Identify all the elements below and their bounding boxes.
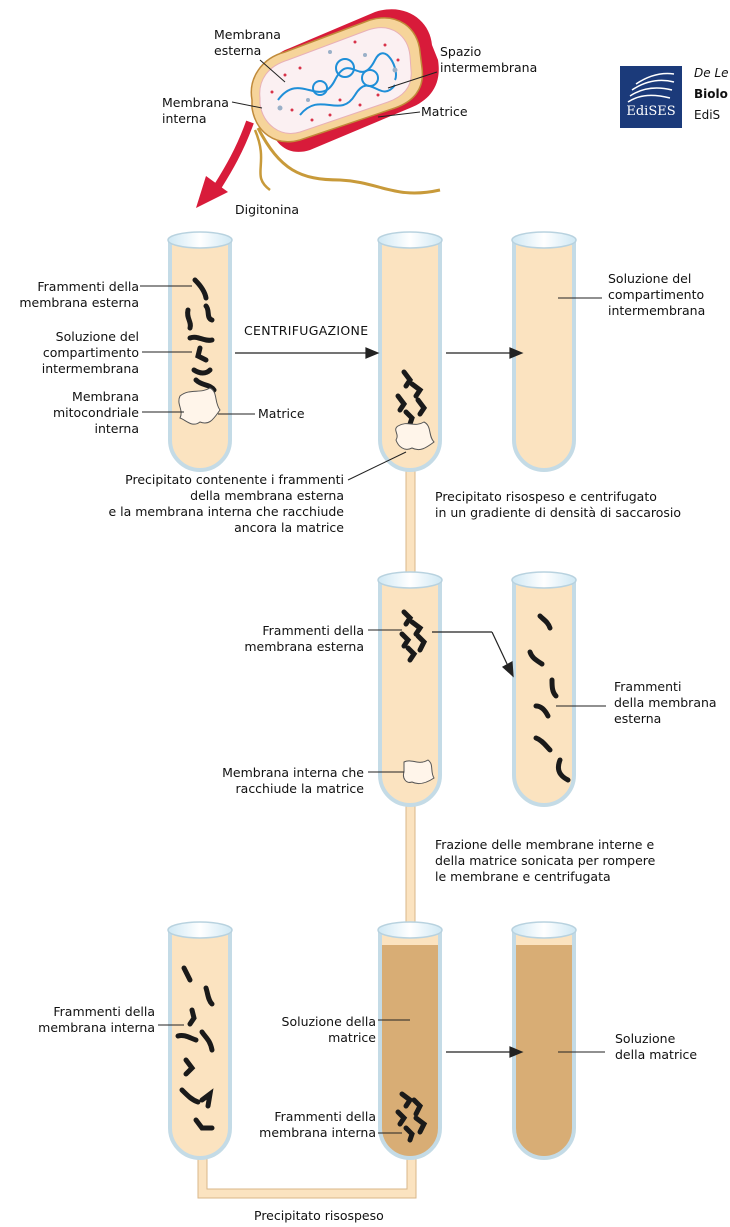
label-matrix-1: Matrice [258,406,305,421]
tube-6 [167,921,233,1160]
label-line: in un gradiente di densità di saccarosio [435,505,682,520]
label-line: membrana interna [38,1020,155,1035]
membrane-fragments [175,277,571,1143]
label-line: Soluzione del [608,271,692,286]
label-centrifugation: CENTRIFUGAZIONE [244,323,369,338]
publisher-line-3: EdiS [694,108,721,122]
label-supernatant: Soluzione del compartimento intermembran… [608,271,705,319]
label-outer-fragments-2: Frammenti della membrana esterna [244,623,364,655]
digitonin-arrow [196,120,254,208]
label-line: Membrana [214,27,281,42]
tube-7 [377,921,443,1160]
label-line: interna [162,111,207,126]
label-intermembrane-solution-1: Soluzione del compartimento intermembran… [42,329,139,377]
label-line: esterna [214,43,262,58]
label-line: compartimento [608,287,705,302]
label-outer-fragments-1: Frammenti della membrana esterna [19,279,139,311]
publisher-line-2: Biolo [694,87,728,101]
label-inner-with-matrix: Membrana interna che racchiude la matric… [222,765,364,797]
label-line: Frammenti [614,679,682,694]
label-line: della membrana esterna [190,488,344,503]
tube-4 [377,571,443,807]
label-line: e la membrana interna che racchiude [108,504,344,519]
label-line: membrana interna [259,1125,376,1140]
label-line: membrana esterna [244,639,364,654]
label-line: matrice [328,1030,376,1045]
label-line: Membrana [72,389,139,404]
label-intermembrane-space: Spazio intermembrana [440,44,537,76]
label-line: Soluzione [615,1031,676,1046]
label-sonication: Frazione delle membrane interne e della … [435,837,655,885]
label-line: della membrana [614,695,717,710]
tube-8 [511,921,577,1160]
matrix-blobs [178,387,435,785]
label-resuspend: Precipitato risospeso e centrifugato in … [435,489,681,521]
label-line: Soluzione della [281,1014,376,1029]
label-outer-membrane: Membrana esterna [214,27,281,59]
mito-leader-lines [231,59,438,118]
label-digitonin: Digitonina [235,202,300,217]
label-final-matrix-solution: Soluzione della matrice [615,1031,697,1063]
label-line: ancora la matrice [234,520,344,535]
label-line: Soluzione del [55,329,139,344]
label-line: Membrana interna che [222,765,364,780]
label-line: della matrice sonicata per rompere [435,853,656,868]
label-line: interna [94,421,140,436]
edises-logo [620,66,682,128]
label-resuspended: Precipitato risospeso [254,1208,384,1223]
publisher-line-1: De Le [694,66,729,80]
flow-arrows [235,347,524,1058]
label-line: intermembrana [41,361,139,376]
tube-5 [511,571,577,807]
label-line: esterna [614,711,662,726]
label-line: Precipitato risospeso e centrifugato [435,489,657,504]
label-line: Membrana [162,95,229,110]
label-matrix-solution: Soluzione della matrice [282,1014,376,1046]
label-pellet-inner: Frammenti della membrana interna [259,1109,376,1141]
label-inner-membrane-1: Membrana mitocondriale interna [53,389,139,437]
label-pellet: Precipitato contenente i frammenti della… [108,472,344,536]
label-mito-matrix: Matrice [421,104,468,119]
label-line: compartimento [42,345,139,360]
tube-3 [511,231,577,472]
label-line: della matrice [615,1047,698,1062]
label-inner-fragments-3: Frammenti della membrana interna [38,1004,155,1036]
label-line: Frammenti della [262,623,364,638]
label-line: Frammenti della [37,279,139,294]
tube-2 [377,231,443,472]
label-line: intermembrana [608,303,706,318]
mitochondrion-illustration [250,9,441,195]
label-line: racchiude la matrice [235,781,364,796]
label-line: Frazione delle membrane interne e [435,837,655,852]
label-line: Frammenti della [274,1109,376,1124]
label-leader-lines [140,285,606,1134]
label-line: Frammenti della [53,1004,155,1019]
label-line: mitocondriale [52,405,139,420]
label-inner-membrane: Membrana interna [162,95,229,127]
label-line: Spazio [440,44,482,59]
edises-logo-text: EdiSES [626,104,676,119]
label-line: intermembrana [440,60,538,75]
label-isolated-outer: Frammenti della membrana esterna [614,679,717,727]
label-line: Precipitato contenente i frammenti [125,472,344,487]
label-line: membrana esterna [19,295,139,310]
label-line: le membrane e centrifugata [435,869,611,884]
